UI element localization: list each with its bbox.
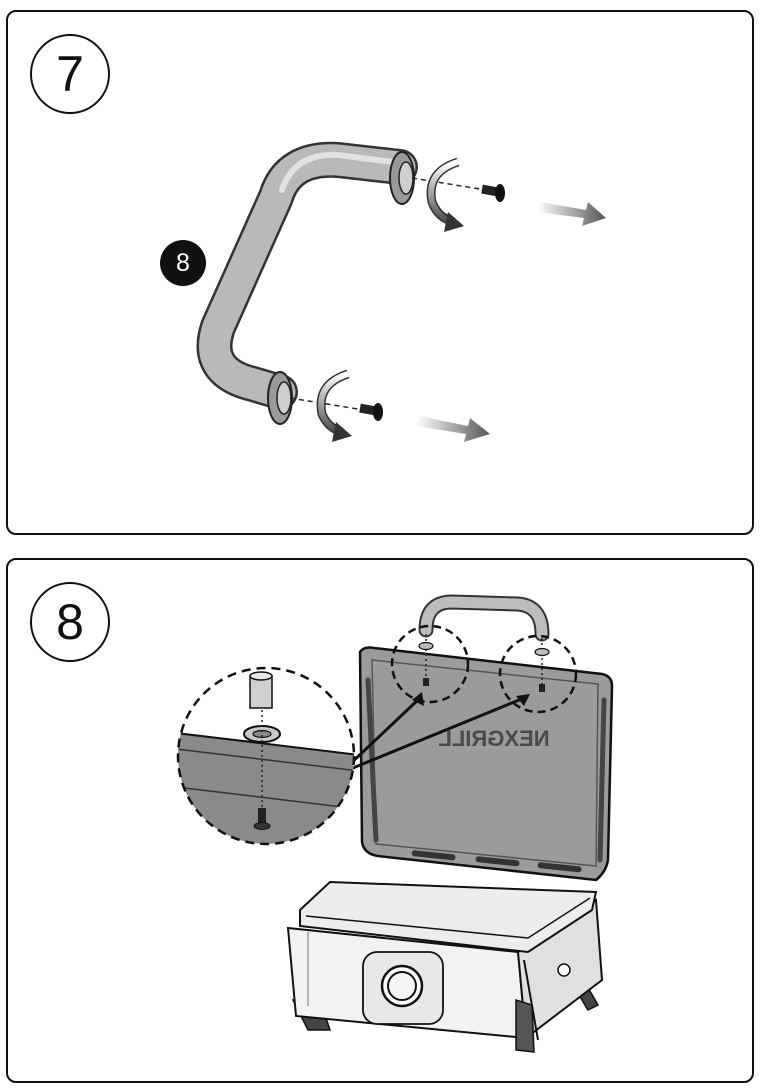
grill-body: [286, 880, 604, 1053]
screw-icon: [423, 678, 429, 686]
washer-icon: [534, 647, 550, 657]
screw-icon: [253, 808, 271, 830]
lid-logo: NEXGRILL: [438, 726, 549, 751]
screw-icon: [359, 403, 383, 421]
washer-icon: [418, 641, 434, 651]
zoom-detail: [176, 666, 356, 846]
callout-circle: [498, 634, 578, 714]
direction-arrow-icon: [538, 202, 606, 226]
callout-pointer: [346, 692, 530, 772]
alignment-line: [411, 177, 487, 191]
screw-icon: [539, 684, 545, 692]
step-number-7: 7: [30, 34, 110, 114]
step-8-illustration: NEXGRILL: [176, 594, 614, 1053]
lid-handle: [418, 594, 550, 692]
step-7-panel: 7 8: [6, 10, 754, 535]
step-8-panel: 8: [6, 558, 754, 1083]
curved-rotate-arrow-icon: [426, 157, 464, 232]
curved-rotate-arrow-icon: [316, 369, 352, 442]
alignment-line: [289, 397, 365, 411]
screw-icon: [481, 184, 505, 202]
part-badge-8: 8: [160, 240, 206, 286]
callout-circle: [390, 624, 470, 704]
direction-arrow-icon: [416, 416, 490, 442]
handle-part: [196, 141, 418, 425]
step-7-illustration: [196, 141, 606, 442]
grill-lid: NEXGRILL: [358, 646, 614, 882]
step-number-8: 8: [30, 582, 110, 662]
